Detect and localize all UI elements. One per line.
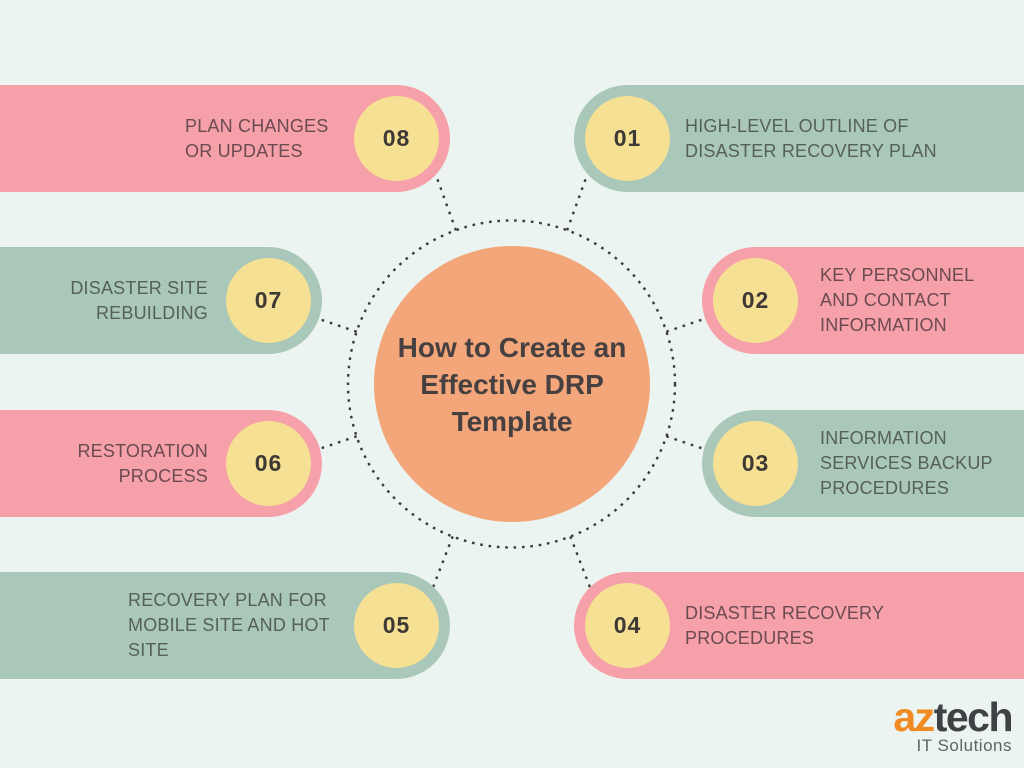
center-circle: How to Create an Effective DRP Template — [374, 246, 650, 522]
logo-tagline: IT Solutions — [916, 736, 1012, 755]
step-pill-01: 01 HIGH-LEVEL OUTLINE OF DISASTER RECOVE… — [574, 85, 1024, 192]
step-pill-06: RESTORATION PROCESS 06 — [0, 410, 322, 517]
dotted-ring — [346, 219, 677, 549]
step-label: DISASTER RECOVERY PROCEDURES — [685, 602, 884, 648]
step-number-badge: 03 — [713, 421, 798, 506]
aztech-logo: aztech IT Solutions — [893, 694, 1014, 756]
step-label: RECOVERY PLAN FOR MOBILE SITE AND HOT SI… — [128, 590, 330, 660]
step-pill-07: DISASTER SITE REBUILDING 07 — [0, 247, 322, 354]
step-pill-08: PLAN CHANGES OR UPDATES 08 — [0, 85, 450, 192]
step-label: RESTORATION PROCESS — [77, 440, 208, 486]
logo-wordmark: aztech — [893, 694, 1014, 740]
step-label: INFORMATION SERVICES BACKUP PROCEDURES — [820, 428, 993, 498]
step-label: DISASTER SITE REBUILDING — [70, 277, 208, 323]
step-pill-03: 03 INFORMATION SERVICES BACKUP PROCEDURE… — [702, 410, 1024, 517]
step-number-badge: 04 — [585, 583, 670, 668]
step-label: HIGH-LEVEL OUTLINE OF DISASTER RECOVERY … — [685, 115, 937, 161]
step-label: PLAN CHANGES OR UPDATES — [185, 115, 329, 161]
step-label: KEY PERSONNEL AND CONTACT INFORMATION — [820, 265, 974, 335]
logo-az: az — [893, 694, 935, 740]
step-number-badge: 01 — [585, 96, 670, 181]
step-number-badge: 05 — [354, 583, 439, 668]
diagram-title-line3: Template — [451, 405, 573, 437]
step-pill-02: 02 KEY PERSONNEL AND CONTACT INFORMATION — [702, 247, 1024, 354]
step-number-badge: 08 — [354, 96, 439, 181]
step-pill-04: 04 DISASTER RECOVERY PROCEDURES — [574, 572, 1024, 679]
logo-tech: tech — [933, 694, 1014, 740]
step-number-badge: 07 — [226, 258, 311, 343]
step-pill-05: RECOVERY PLAN FOR MOBILE SITE AND HOT SI… — [0, 572, 450, 679]
diagram-title-line1: How to Create an — [397, 331, 627, 363]
diagram-title-line2: Effective DRP — [420, 368, 604, 400]
step-number-badge: 02 — [713, 258, 798, 343]
step-number-badge: 06 — [226, 421, 311, 506]
